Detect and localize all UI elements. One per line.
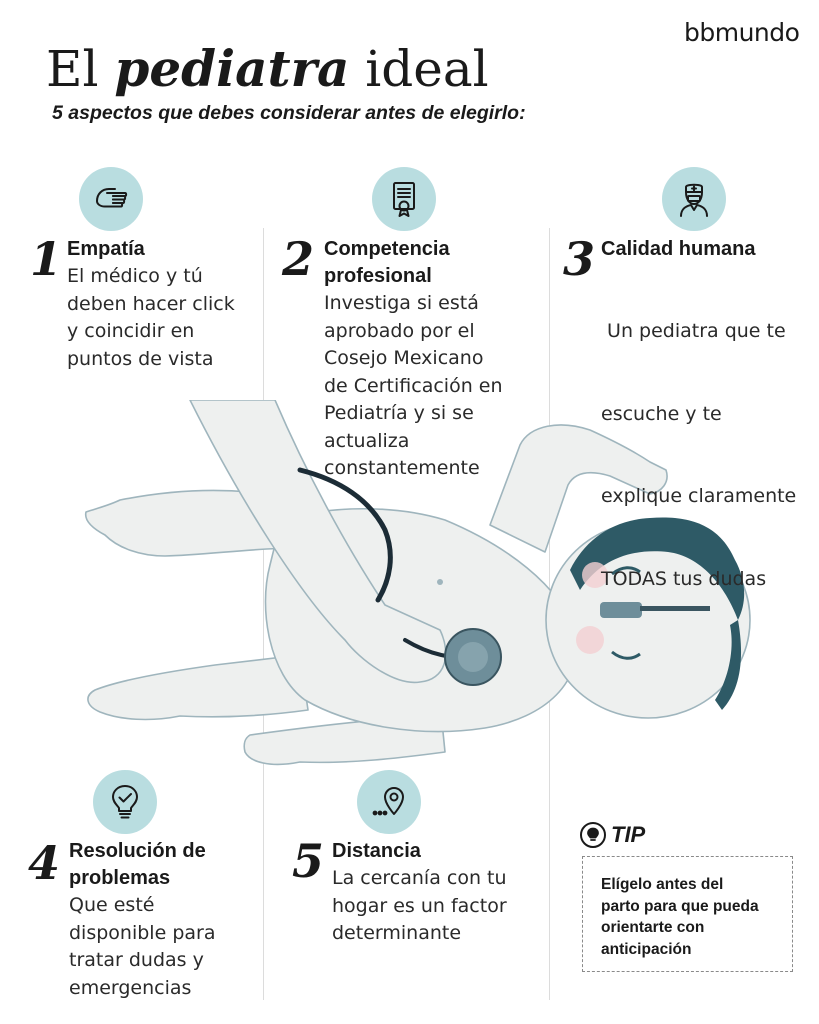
aspect-title: Empatía (67, 238, 145, 260)
aspect-number-4: 4 (28, 836, 61, 890)
baby-illustration (84, 400, 751, 766)
body-line: Investiga si está (324, 292, 479, 314)
body-line: actualiza (324, 429, 410, 452)
body-line: de Certificación en (324, 374, 503, 397)
lightbulb-icon (580, 822, 606, 848)
aspect-number-2: 2 (282, 232, 315, 286)
body-line: tratar dudas y (69, 949, 204, 971)
title-emphasis: pediatra (114, 39, 350, 98)
certificate-icon (372, 167, 436, 231)
page-subtitle: 5 aspectos que debes considerar antes de… (52, 102, 526, 124)
title-line: Competencia (324, 238, 450, 260)
body-line: La cercanía con tu (332, 867, 507, 889)
title-part-1: El (46, 40, 99, 98)
aspect-3: Calidad humana Un pediatra que te escuch… (601, 236, 796, 648)
aspect-body: El médico y tú deben hacer click y coinc… (67, 263, 235, 373)
body-line: determinante (332, 922, 462, 944)
aspect-4: Resolución de problemas Que esté disponi… (69, 838, 215, 1002)
title-part-2: ideal (365, 40, 489, 98)
body-line: deben hacer click (67, 292, 235, 315)
column-divider-left (263, 228, 264, 1000)
title-line: Resolución de (69, 840, 206, 862)
location-pin-icon (357, 770, 421, 834)
aspect-1: Empatía El médico y tú deben hacer click… (67, 236, 235, 373)
title-line: profesional (324, 265, 432, 287)
body-line: escuche y te (601, 402, 722, 425)
aspect-title: Resolución de problemas (69, 838, 215, 892)
tip-header: TIP (580, 822, 645, 848)
body-line: Que esté (69, 894, 155, 916)
lightbulb-check-icon (93, 770, 157, 834)
body-line: y coincidir en (67, 320, 195, 342)
aspect-title: Calidad humana (601, 238, 756, 260)
aspect-body: Un pediatra que te escuche y te explique… (601, 263, 796, 648)
tip-line: orientarte con (601, 919, 705, 936)
body-line: El médico y tú (67, 265, 203, 287)
aspect-body: La cercanía con tu hogar es un factor de… (332, 865, 507, 948)
tip-box: Elígelo antes del parto para que pueda o… (582, 856, 793, 972)
tip-line: parto para que pueda (601, 897, 759, 915)
title-line: problemas (69, 867, 171, 889)
aspect-5: Distancia La cercanía con tu hogar es un… (332, 838, 507, 948)
body-line: Cosejo Mexicano (324, 347, 484, 369)
aspect-number-3: 3 (563, 232, 596, 286)
body-line: constantemente (324, 457, 480, 479)
body-line: hogar es un factor (332, 894, 507, 917)
body-line: explique claramente (601, 485, 797, 507)
body-line: disponible para (69, 921, 216, 944)
tip-line: anticipación (601, 940, 692, 958)
tip-line: Elígelo antes del (601, 876, 724, 893)
doctor-icon (662, 167, 726, 231)
aspect-body: Que esté disponible para tratar dudas y … (69, 892, 215, 1002)
page-title: El pediatra ideal (46, 39, 489, 99)
aspect-title: Distancia (332, 840, 421, 862)
aspect-number-1: 1 (30, 232, 63, 286)
aspect-number-5: 5 (292, 834, 325, 888)
body-line: Pediatría y si se (324, 402, 474, 424)
tip-label: TIP (611, 822, 646, 847)
body-line: emergencias (69, 976, 192, 999)
body-line: puntos de vista (67, 347, 214, 370)
body-line: aprobado por el (324, 319, 475, 342)
brand-logo: bbmundo (684, 18, 800, 47)
aspect-title: Competencia profesional (324, 236, 503, 290)
body-line: TODAS tus dudas (601, 567, 767, 590)
aspect-2: Competencia profesional Investiga si est… (324, 236, 503, 483)
hand-icon (79, 167, 143, 231)
aspect-body: Investiga si está aprobado por el Cosejo… (324, 290, 503, 483)
body-line: Un pediatra que te (601, 320, 786, 342)
